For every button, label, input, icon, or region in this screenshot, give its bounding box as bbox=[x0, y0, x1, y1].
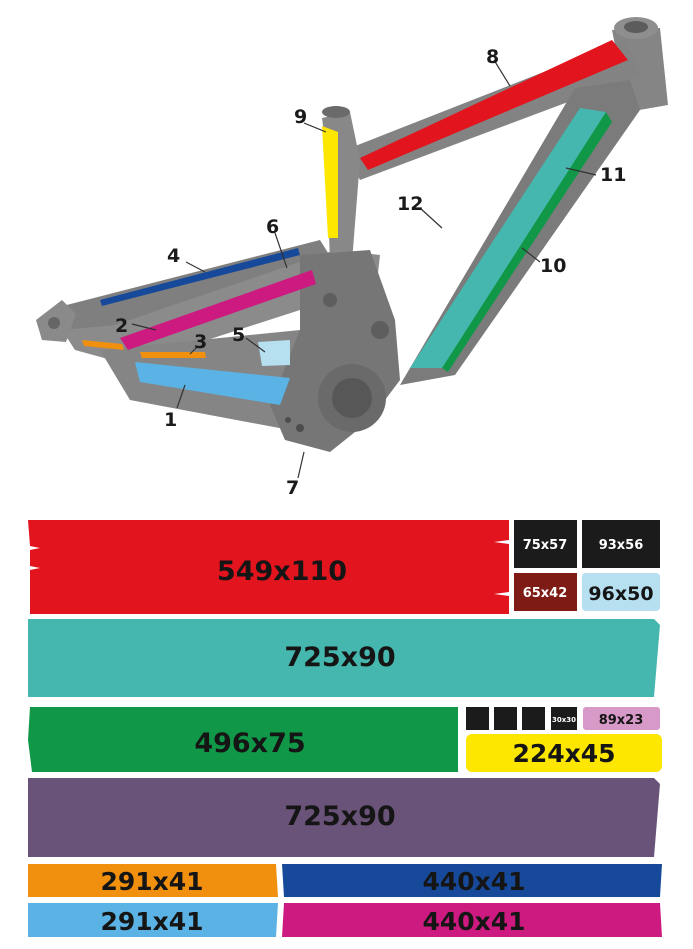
callout-1: 1 bbox=[164, 409, 177, 431]
piece-pink bbox=[583, 707, 660, 730]
frame-sticker-orange bbox=[82, 340, 124, 350]
callout-4: 4 bbox=[167, 245, 180, 267]
callout-11: 11 bbox=[600, 164, 626, 186]
piece-brown-label: 65x42 bbox=[523, 586, 568, 601]
piece-small-black-2 bbox=[494, 707, 517, 730]
callout-leaders bbox=[131, 59, 597, 479]
piece-light-blue-shape bbox=[28, 903, 278, 937]
frame-sticker-green bbox=[442, 112, 612, 372]
piece-brown bbox=[514, 573, 577, 611]
callout-5: 5 bbox=[232, 324, 245, 346]
callout-9: 9 bbox=[294, 106, 307, 128]
piece-red-label: 549x110 bbox=[217, 556, 347, 587]
piece-red-shape bbox=[28, 520, 509, 614]
frame-sticker-orange-2 bbox=[140, 352, 206, 358]
piece-teal-label: 725x90 bbox=[284, 642, 395, 673]
piece-light-blue-label: 291x41 bbox=[100, 907, 203, 936]
frame-sticker-red bbox=[360, 40, 628, 170]
callout-6: 6 bbox=[266, 216, 279, 238]
piece-pale-blue bbox=[582, 573, 660, 611]
piece-black-1 bbox=[514, 520, 577, 568]
frame-sticker-light-blue bbox=[135, 362, 290, 405]
piece-pale-blue-label: 96x50 bbox=[588, 583, 653, 605]
frame-sticker-magenta bbox=[120, 270, 316, 350]
piece-black-2 bbox=[582, 520, 660, 568]
frame-sticker-teal bbox=[410, 108, 606, 368]
sticker-sheet: 549x110 75x57 93x56 65x42 96x50 725x90 4… bbox=[28, 520, 662, 937]
callout-numbers: 1 2 3 4 5 6 7 8 9 10 11 12 bbox=[115, 46, 626, 499]
frame-stickers bbox=[82, 40, 628, 405]
piece-dark-blue-label: 440x41 bbox=[422, 867, 525, 896]
piece-small-black-label: 30x30 bbox=[552, 716, 576, 724]
piece-purple-label: 725x90 bbox=[284, 801, 395, 832]
piece-yellow bbox=[466, 734, 662, 772]
callout-7: 7 bbox=[286, 477, 299, 499]
frame-sticker-pale-blue bbox=[258, 340, 290, 366]
piece-green-shape bbox=[28, 707, 458, 772]
callout-3: 3 bbox=[194, 331, 207, 353]
frame-sticker-yellow bbox=[322, 126, 338, 238]
piece-green-label: 496x75 bbox=[194, 728, 305, 759]
piece-orange-label: 291x41 bbox=[100, 867, 203, 896]
callout-10: 10 bbox=[540, 255, 566, 277]
piece-dark-blue-shape bbox=[282, 864, 662, 897]
piece-orange-shape bbox=[28, 864, 278, 897]
piece-purple-shape bbox=[28, 778, 660, 857]
piece-small-black-4 bbox=[551, 707, 577, 730]
piece-small-black-1 bbox=[466, 707, 489, 730]
piece-small-black-3 bbox=[522, 707, 545, 730]
callout-8: 8 bbox=[486, 46, 499, 68]
piece-teal-shape bbox=[28, 619, 660, 697]
piece-magenta-shape bbox=[282, 903, 662, 937]
callout-2: 2 bbox=[115, 315, 128, 337]
piece-pink-label: 89x23 bbox=[599, 713, 644, 728]
piece-magenta-label: 440x41 bbox=[422, 907, 525, 936]
callout-12: 12 bbox=[397, 193, 423, 215]
piece-black-1-label: 75x57 bbox=[523, 538, 568, 553]
piece-black-2-label: 93x56 bbox=[599, 538, 644, 553]
piece-yellow-label: 224x45 bbox=[512, 739, 615, 768]
frame-sticker-dark-blue bbox=[100, 248, 300, 306]
